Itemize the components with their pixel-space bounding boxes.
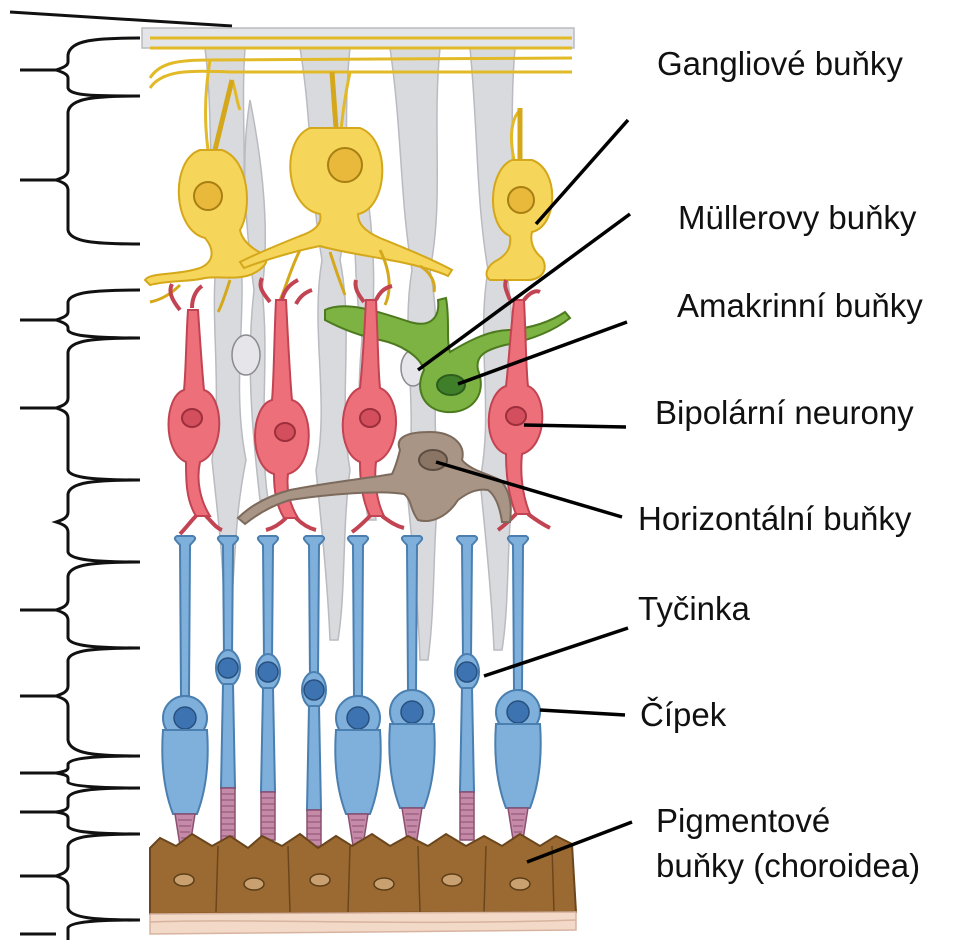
top-pointer-line (10, 12, 232, 26)
label-ganglion-cells: Gangliové buňky (657, 44, 903, 84)
label-cone: Čípek (640, 695, 726, 735)
leader-line-cone (540, 710, 625, 715)
rod-cell (302, 536, 326, 850)
label-pigment-cells-line2: buňky (choroidea) (656, 846, 920, 886)
label-pigment-cells-line1: Pigmentové (656, 801, 830, 841)
bracket (56, 480, 140, 562)
label-muller-cells: Müllerovy buňky (678, 198, 916, 238)
label-bipolar-neurons: Bipolární neurony (655, 393, 914, 433)
label-rod: Tyčinka (638, 589, 750, 629)
bracket (56, 834, 140, 920)
bracket (56, 788, 140, 834)
bracket (56, 648, 140, 756)
pigment-layer (150, 834, 576, 934)
bracket (56, 562, 140, 648)
bracket (56, 38, 140, 96)
rod-cell (216, 536, 240, 840)
leader-line-pigment (527, 822, 632, 862)
photoreceptors (162, 536, 540, 858)
label-amacrine-cells: Amakrinní buňky (677, 286, 923, 326)
bracket (56, 290, 140, 338)
ganglion-cell (487, 160, 553, 280)
bracket (56, 96, 140, 244)
rod-cell (256, 536, 280, 840)
label-horizontal-cells: Horizontální buňky (638, 499, 911, 539)
leader-line-ganglion (536, 120, 628, 224)
cone-cell (162, 536, 207, 858)
bracket (56, 756, 140, 788)
bracket (56, 338, 140, 480)
leader-line-rod (484, 628, 628, 676)
rod-cell (455, 536, 479, 840)
leader-line-bipolar (524, 425, 626, 427)
bracket (68, 920, 140, 940)
